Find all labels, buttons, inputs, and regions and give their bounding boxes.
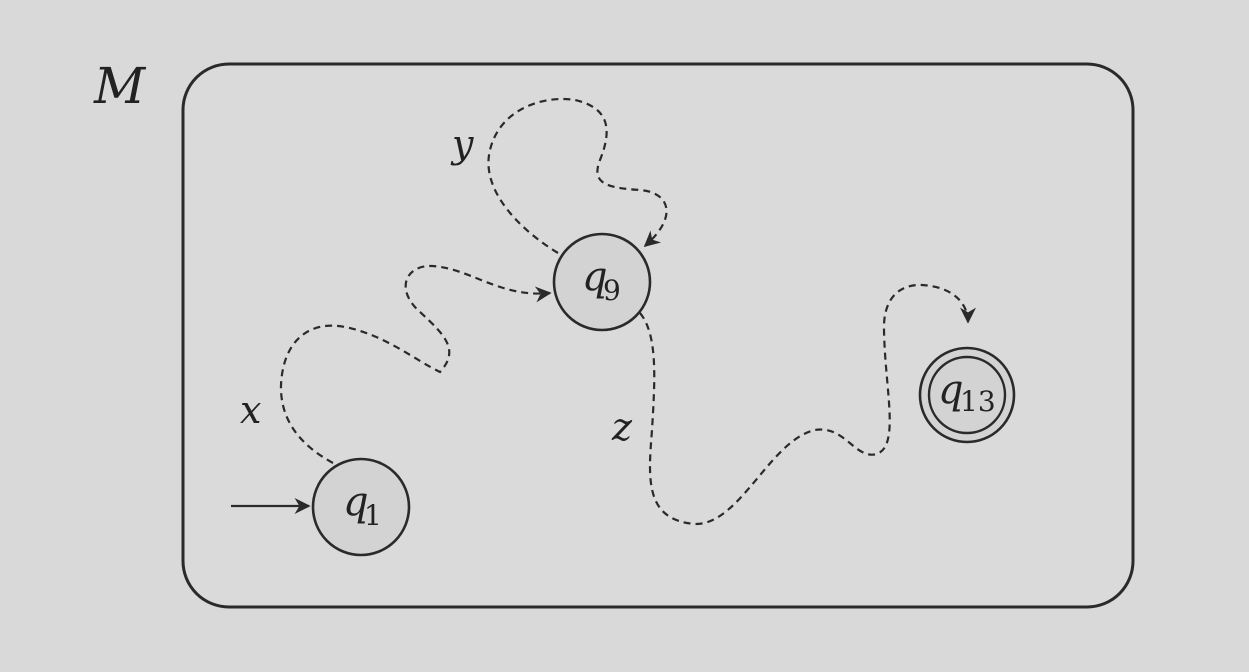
- state-q9-sub: 9: [603, 274, 621, 307]
- state-q1-base: q: [343, 479, 369, 525]
- machine-label: M: [93, 57, 147, 115]
- path-x: [279, 264, 552, 464]
- path-label-x: x: [240, 388, 261, 432]
- accepting-ring: [927, 355, 1007, 435]
- path-z: [639, 283, 976, 526]
- path-y: [487, 97, 668, 254]
- machine-box: [181, 62, 1135, 609]
- state-q9: q 9: [552, 232, 652, 332]
- state-q13-base: q: [938, 367, 964, 413]
- state-q13: q 13: [918, 346, 1016, 444]
- state-q1: q 1: [311, 457, 411, 557]
- state-q13-sub: 13: [960, 385, 996, 418]
- path-label-z: z: [611, 405, 633, 449]
- state-q1-sub: 1: [364, 499, 382, 532]
- state-q9-base: q: [582, 254, 608, 300]
- path-label-y: y: [450, 122, 474, 166]
